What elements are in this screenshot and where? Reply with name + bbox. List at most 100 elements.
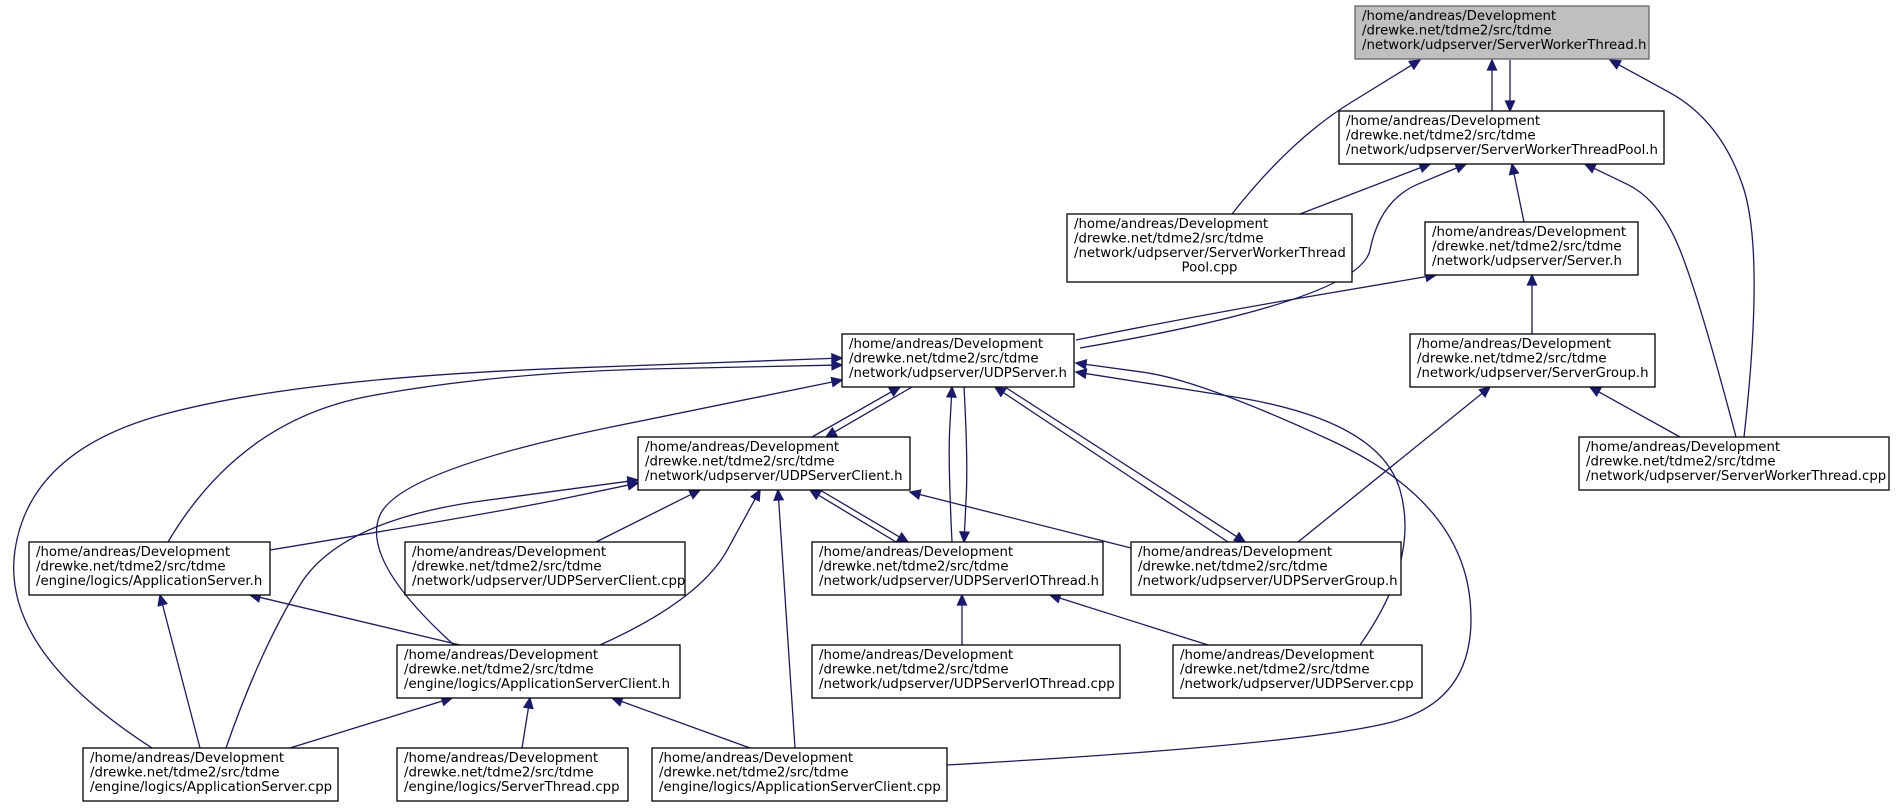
arrow-head — [750, 488, 761, 502]
edge-line — [621, 700, 751, 749]
edge-line — [1598, 391, 1681, 438]
node-server-h[interactable]: /home/andreas/Development/drewke.net/tdm… — [1424, 221, 1639, 276]
edge-udpserver_h-to-udpsg_h — [1004, 386, 1247, 543]
arrow-head — [830, 376, 844, 388]
edge-line — [948, 396, 953, 543]
node-swtp-cpp[interactable]: /home/andreas/Development/drewke.net/tdm… — [1066, 213, 1353, 283]
arrow-head — [1478, 386, 1492, 398]
node-label-line: /home/andreas/Development — [36, 545, 230, 560]
node-label-line: /home/andreas/Development — [1180, 648, 1374, 663]
node-label-line: /engine/logics/ApplicationServerClient.h — [404, 677, 670, 692]
arrow-head — [831, 359, 844, 371]
node-swt-h[interactable]: /home/andreas/Development/drewke.net/tdm… — [1354, 5, 1650, 60]
edge-line — [1593, 167, 1737, 438]
node-label-line: /drewke.net/tdme2/src/tdme — [659, 766, 849, 781]
arrow-head — [1454, 163, 1468, 174]
node-label-line: /engine/logics/ApplicationServerClient.c… — [659, 780, 941, 795]
node-serverthread-cpp[interactable]: /home/andreas/Development/drewke.net/tdm… — [396, 747, 629, 802]
node-appserver-cpp[interactable]: /home/andreas/Development/drewke.net/tdm… — [82, 747, 339, 802]
nodes-layer: /home/andreas/Development/drewke.net/tdm… — [28, 5, 1890, 802]
edge-line — [778, 499, 796, 749]
edge-swt_h-to-swtp_h — [1504, 60, 1516, 113]
arrow-head — [831, 352, 844, 364]
edge-appserver_cpp-to-appsc_h — [289, 695, 454, 749]
node-udpsg-h[interactable]: /home/andreas/Development/drewke.net/tdm… — [1130, 541, 1402, 596]
node-label-line: /drewke.net/tdme2/src/tdme — [404, 663, 594, 678]
edge-server_h-to-swtp_h — [1508, 162, 1525, 223]
node-label-line: /drewke.net/tdme2/src/tdme — [819, 560, 1009, 575]
edge-line — [834, 386, 913, 433]
node-appsc-cpp[interactable]: /home/andreas/Development/drewke.net/tdm… — [651, 747, 948, 802]
node-box — [396, 644, 681, 699]
node-box — [1066, 213, 1353, 283]
edge-line — [595, 493, 692, 543]
edge-line — [1618, 64, 1755, 438]
edge-appserver_cpp-to-udpserver_h — [13, 352, 844, 749]
node-label-line: /network/udpserver/ServerWorkerThread — [1074, 246, 1346, 261]
arrow-head — [1408, 59, 1422, 71]
node-label-line: /home/andreas/Development — [1346, 114, 1540, 129]
edge-udpsio_cpp-to-udpsio_h — [956, 593, 968, 645]
node-label-line: /drewke.net/tdme2/src/tdme — [1417, 352, 1607, 367]
node-label-line: /network/udpserver/UDPServer.cpp — [1180, 677, 1414, 692]
node-appsc-h[interactable]: /home/andreas/Development/drewke.net/tdm… — [396, 644, 681, 699]
node-label-line: /network/udpserver/ServerWorkerThread.cp… — [1586, 469, 1886, 484]
edge-line — [1075, 276, 1427, 341]
node-udpsc-h[interactable]: /home/andreas/Development/drewke.net/tdm… — [637, 436, 911, 491]
node-label-line: /drewke.net/tdme2/src/tdme — [819, 663, 1009, 678]
edge-udpserver_h-to-udpsc_h — [824, 386, 913, 438]
node-label-line: /drewke.net/tdme2/src/tdme — [1362, 24, 1552, 39]
edge-appsc_h-to-appserver_h — [248, 592, 461, 646]
edge-swtp_h-to-swt_h — [1486, 58, 1498, 111]
edge-line — [1085, 372, 1406, 646]
node-label-line: /engine/logics/ApplicationServer.h — [36, 574, 262, 589]
node-udpserver-cpp[interactable]: /home/andreas/Development/drewke.net/tdm… — [1172, 644, 1423, 699]
arrow-head — [1504, 100, 1516, 113]
node-box — [1424, 221, 1639, 276]
node-label-line: /home/andreas/Development — [1586, 440, 1780, 455]
node-label-line: /drewke.net/tdme2/src/tdme — [412, 560, 602, 575]
node-label-line: /home/andreas/Development — [1362, 9, 1556, 24]
edge-udpsc_h-to-udpserver_h — [811, 386, 902, 438]
edge-appserver_h-to-udpserver_h — [167, 359, 844, 543]
arrow-head — [1583, 163, 1597, 174]
node-label-line: /home/andreas/Development — [659, 751, 853, 766]
arrow-head — [1508, 162, 1520, 176]
edge-line — [946, 363, 1472, 766]
edge-line — [1513, 173, 1525, 223]
node-swt-cpp[interactable]: /home/andreas/Development/drewke.net/tdm… — [1578, 436, 1890, 491]
node-label-line: /drewke.net/tdme2/src/tdme — [36, 560, 226, 575]
node-appserver-h[interactable]: /home/andreas/Development/drewke.net/tdm… — [28, 541, 271, 596]
node-box — [811, 644, 1121, 699]
node-swtp-h[interactable]: /home/andreas/Development/drewke.net/tdm… — [1338, 110, 1665, 165]
edge-line — [599, 498, 756, 646]
node-label-line: /drewke.net/tdme2/src/tdme — [1586, 455, 1776, 470]
edge-line — [1004, 386, 1237, 538]
edge-line — [1231, 64, 1412, 215]
node-servergroup-h[interactable]: /home/andreas/Development/drewke.net/tdm… — [1409, 333, 1656, 388]
node-label-line: /home/andreas/Development — [412, 545, 606, 560]
edge-line — [167, 364, 833, 543]
edge-udpsio_h-to-udpsc_h — [808, 489, 897, 543]
arrow-head — [1233, 531, 1247, 543]
arrow-head — [959, 531, 971, 544]
node-udpsio-cpp[interactable]: /home/andreas/Development/drewke.net/tdm… — [811, 644, 1121, 699]
node-label-line: /network/udpserver/UDPServerClient.h — [645, 469, 903, 484]
node-box — [404, 541, 686, 596]
node-label-line: /home/andreas/Development — [1074, 217, 1268, 232]
edge-line — [375, 381, 833, 646]
node-udpserver-h[interactable]: /home/andreas/Development/drewke.net/tdm… — [841, 333, 1075, 388]
node-box — [1354, 5, 1650, 60]
arrow-head — [1608, 59, 1622, 70]
node-udpsio-h[interactable]: /home/andreas/Development/drewke.net/tdm… — [811, 541, 1104, 596]
edge-line — [521, 707, 530, 749]
node-box — [1130, 541, 1402, 596]
edge-swtp_cpp-to-swt_h — [1231, 59, 1422, 215]
edge-udpsg_h-to-servergroup_h — [1297, 386, 1492, 543]
node-udpsc-cpp[interactable]: /home/andreas/Development/drewke.net/tdm… — [404, 541, 686, 596]
edge-line — [259, 596, 461, 646]
edge-line — [963, 386, 968, 533]
arrow-head — [626, 475, 640, 487]
edge-appserver_cpp-to-udpsc_h — [225, 475, 640, 749]
arrow-head — [824, 426, 838, 438]
